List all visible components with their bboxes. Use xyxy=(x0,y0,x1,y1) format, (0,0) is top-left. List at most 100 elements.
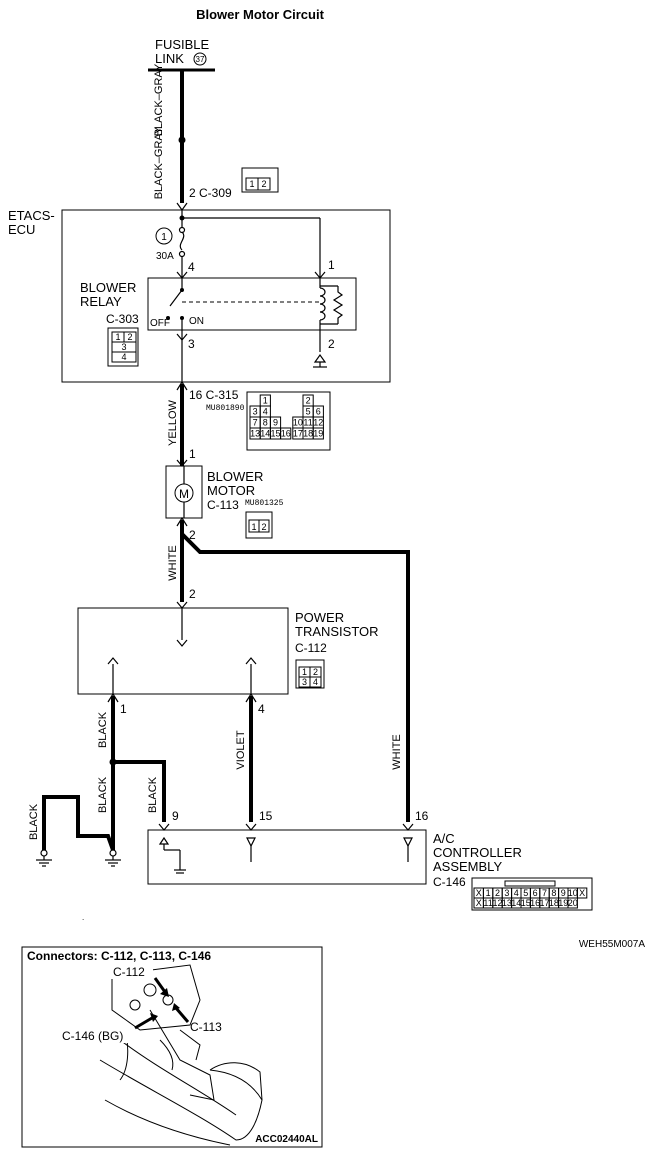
ground-symbol xyxy=(36,849,52,867)
ground-diode-symbol xyxy=(313,353,327,363)
connector-location-inset xyxy=(21,946,323,1148)
c146-pin-number: X xyxy=(476,888,482,898)
c146-pin-number: 19 xyxy=(558,898,568,908)
motor-pin-2-label: 2 xyxy=(189,528,196,542)
c315-pin-number: 7 xyxy=(253,418,258,428)
wire-black-ground xyxy=(42,795,115,851)
figure-code: WEH55M007A xyxy=(579,939,645,950)
c146-pin-number: 6 xyxy=(533,888,538,898)
c315-pin-number: 10 xyxy=(293,418,303,428)
wire-color-label: WHITE xyxy=(167,545,179,580)
relay-off-contact xyxy=(166,316,170,320)
connector-arrow xyxy=(176,380,188,391)
svg-text:2: 2 xyxy=(313,667,318,677)
c146-pin-number: 11 xyxy=(483,898,492,908)
c315-pin-number: 16 xyxy=(281,429,291,439)
c315-pin-number: 17 xyxy=(293,429,303,439)
c146-pin-number: X xyxy=(579,888,585,898)
c315-pin-number: 18 xyxy=(303,429,313,439)
motor-part-number: MU801325 xyxy=(245,499,284,508)
connector-arrow xyxy=(158,823,170,831)
ac-pin-15-label: 15 xyxy=(259,809,273,823)
pointer-arrow xyxy=(134,1016,153,1030)
motor-pin-1-label: 1 xyxy=(189,447,196,461)
c146-pin-number: 5 xyxy=(523,888,528,898)
etacs-ecu-box xyxy=(61,209,391,383)
svg-text:1: 1 xyxy=(251,522,256,532)
fuse-number: 1 xyxy=(161,232,167,243)
c146-pin-number: 4 xyxy=(514,888,519,898)
wire-black-to-ac xyxy=(113,760,166,822)
c146-pin-number: 9 xyxy=(561,888,566,898)
pin-3-label: 3 xyxy=(188,337,195,351)
wire-white-branch xyxy=(180,532,410,822)
c146-pin-number: 13 xyxy=(502,898,512,908)
connector-c303-label: C-303 xyxy=(106,312,139,326)
connector-arrow xyxy=(245,692,257,703)
ac-controller-box xyxy=(147,829,427,885)
c315-pin-cell xyxy=(312,427,324,440)
ac-label-3: ASSEMBLY xyxy=(433,859,502,874)
connector-arrow xyxy=(245,823,257,831)
c315-pin-number: 6 xyxy=(316,407,321,417)
c315-pin-number: 8 xyxy=(263,418,268,428)
wire-color-label: BLACK–GRAY xyxy=(153,126,165,199)
ac-label-2: CONTROLLER xyxy=(433,845,522,860)
c315-pin-number: 12 xyxy=(313,418,323,428)
c146-pin-number: 12 xyxy=(492,898,502,908)
c315-pin-number: 19 xyxy=(313,429,323,439)
transistor-label-1: POWER xyxy=(295,610,344,625)
motor-label-1: BLOWER xyxy=(207,469,263,484)
fuse-rating: 30A xyxy=(156,251,174,262)
relay-label-2: RELAY xyxy=(80,294,122,309)
fuse-number-circle xyxy=(155,227,173,245)
blower-relay-box xyxy=(147,277,357,331)
fusible-link-number: 37 xyxy=(196,55,205,64)
c146-pin-number: 10 xyxy=(568,888,578,898)
transistor-label-2: TRANSISTOR xyxy=(295,624,379,639)
relay-switch-arm xyxy=(169,289,183,307)
pointer-arrow xyxy=(153,977,167,993)
etacs-label-2: ECU xyxy=(8,222,35,237)
connector-c315-label: 16 C-315 xyxy=(189,388,239,402)
svg-text:1: 1 xyxy=(302,667,307,677)
wire-color-label: WHITE xyxy=(391,734,403,769)
connector-c303-symbol: 1 2 3 4 xyxy=(107,327,139,367)
c315-pin-number: 13 xyxy=(250,429,260,439)
wire-color-label: BLACK–GRAY xyxy=(153,63,165,136)
c146-pin-cell xyxy=(576,887,588,899)
svg-text:1: 1 xyxy=(115,332,120,342)
pointer-arrow xyxy=(174,1007,190,1023)
etacs-label-1: ETACS- xyxy=(8,208,55,223)
connector-c309-label: 2 C-309 xyxy=(189,186,232,200)
relay-off-label: OFF xyxy=(150,318,170,329)
diagram-title: Blower Motor Circuit xyxy=(196,7,325,22)
motor-connector-label: C-113 xyxy=(207,498,239,512)
c146-pin-number: 15 xyxy=(521,898,531,908)
pin-2-label: 2 xyxy=(328,337,335,351)
wire-color-label: VIOLET xyxy=(235,730,247,769)
connector-arrow xyxy=(107,692,119,703)
c146-pin-cell xyxy=(567,897,578,909)
c146-pin-number: 14 xyxy=(511,898,521,908)
fusible-link-label-1: FUSIBLE xyxy=(155,37,210,52)
relay-coil xyxy=(319,278,344,330)
svg-text:3: 3 xyxy=(302,677,307,687)
svg-text:4: 4 xyxy=(313,677,318,687)
c146-pin-number: 3 xyxy=(504,888,509,898)
power-transistor-box xyxy=(77,607,289,695)
c146-pin-number: X xyxy=(476,898,482,908)
fuse-symbol xyxy=(178,226,186,258)
svg-text:3: 3 xyxy=(121,342,126,352)
ac-pin-16-label: 16 xyxy=(415,809,429,823)
connector-c309-symbol: 1 2 xyxy=(241,167,279,193)
c315-pin-number: 1 xyxy=(263,396,268,406)
pin-4-label: 4 xyxy=(188,260,195,274)
svg-text:2: 2 xyxy=(261,179,266,189)
c146-pin-number: 7 xyxy=(542,888,547,898)
c315-pin-number: 3 xyxy=(253,407,258,417)
transistor-pin-1-label: 1 xyxy=(120,702,127,716)
svg-text:2: 2 xyxy=(127,332,132,342)
connector-arrow xyxy=(176,601,188,609)
svg-text:1: 1 xyxy=(249,179,254,189)
